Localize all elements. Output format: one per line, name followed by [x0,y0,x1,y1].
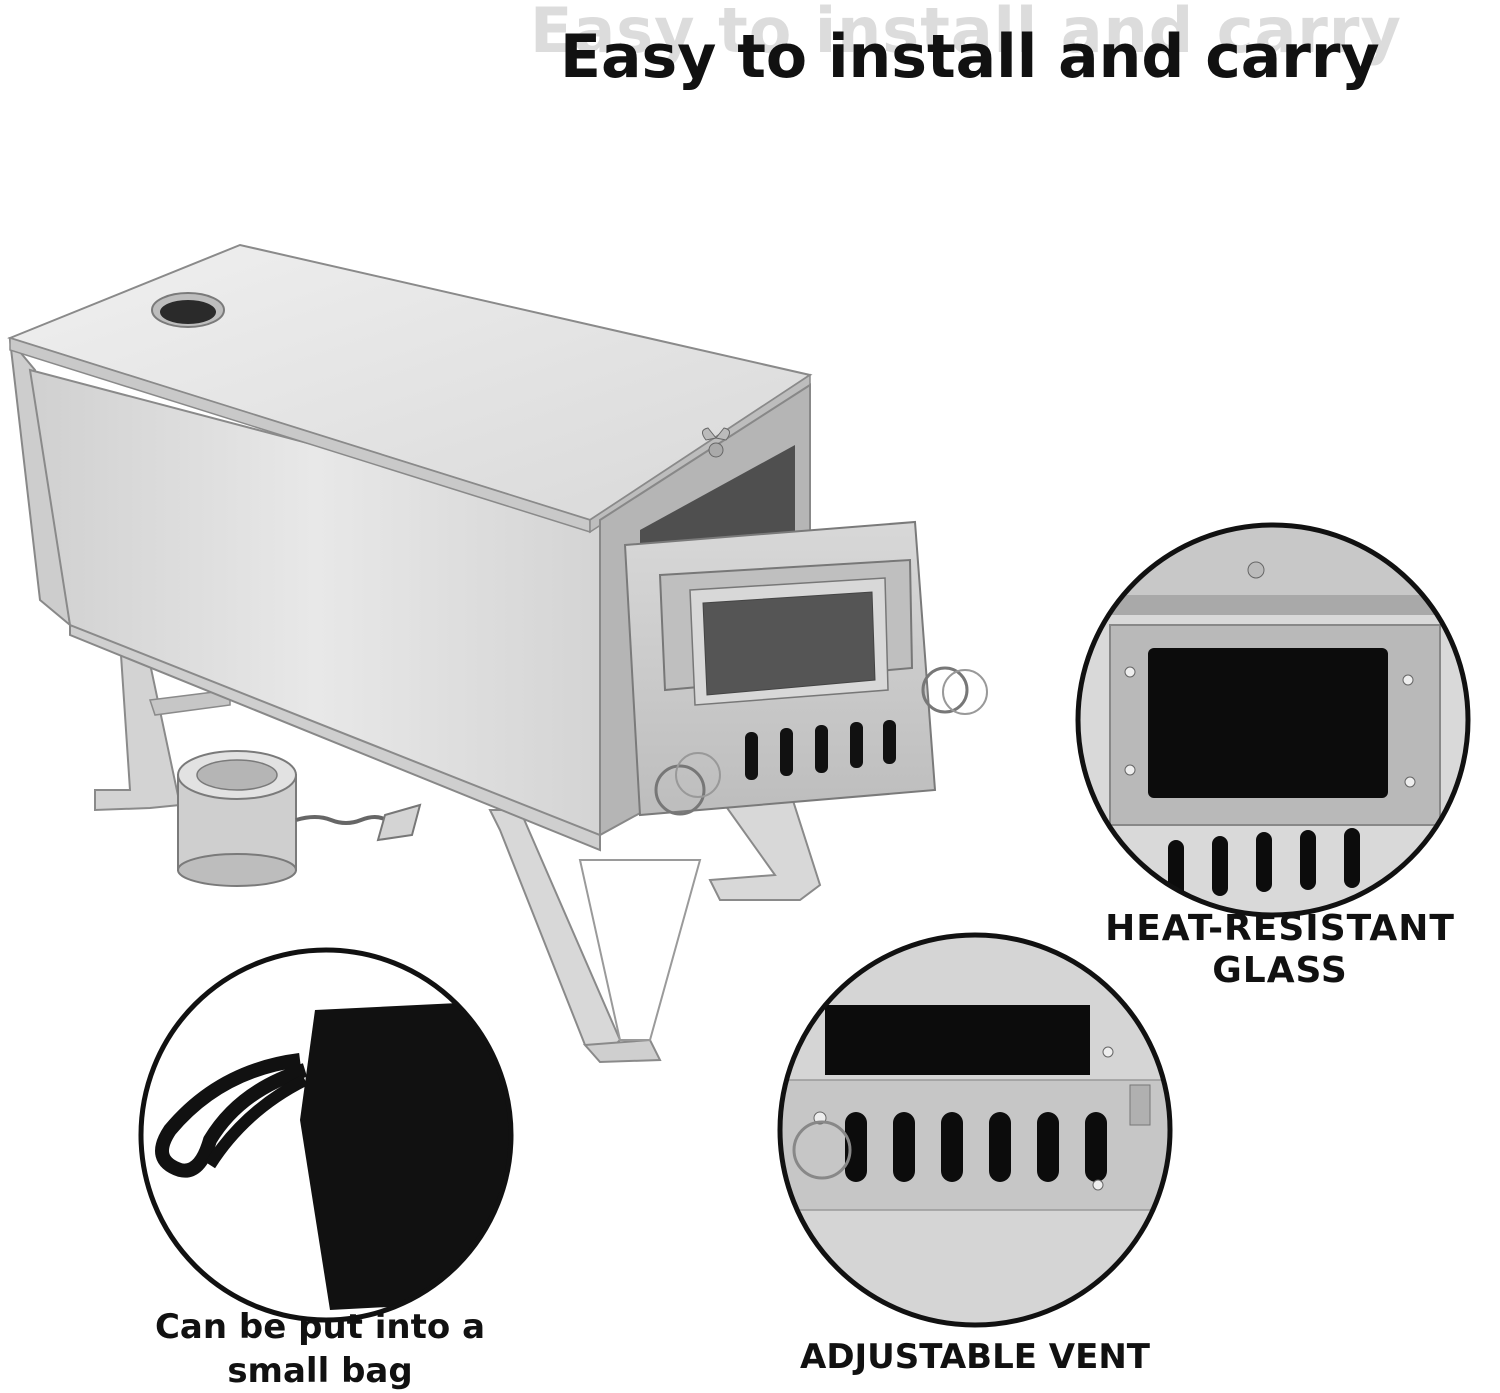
glass-detail-circle [1075,522,1471,918]
carry-bag [300,1000,511,1310]
stove-door [623,520,988,817]
banner-title: Easy to install and carry [560,22,1380,92]
door-vent-slots [745,720,896,780]
glass-caption-line1: HEAT-RESISTANT [1105,908,1455,949]
glass-caption: HEAT-RESISTANT GLASS [1080,908,1480,992]
adjustable-vent-slots [845,1112,1107,1182]
tent-stove [7,243,988,1064]
bag-detail-circle [138,947,514,1323]
bag-caption-line2: small bag [227,1351,413,1391]
bag-caption-line1: Can be put into a [154,1307,486,1347]
chimney-hole [151,292,225,328]
heat-resistant-glass-panel [1148,648,1388,798]
vent-caption: ADJUSTABLE VENT [800,1337,1150,1377]
chimney-cap [177,750,422,887]
wing-nut [702,427,730,458]
vent-detail-circle [777,932,1173,1328]
banner-title-echo: Easy to install and carry [530,0,1402,67]
bag-caption: Can be put into a small bag [130,1305,510,1393]
glass-caption-line2: GLASS [1212,950,1348,991]
